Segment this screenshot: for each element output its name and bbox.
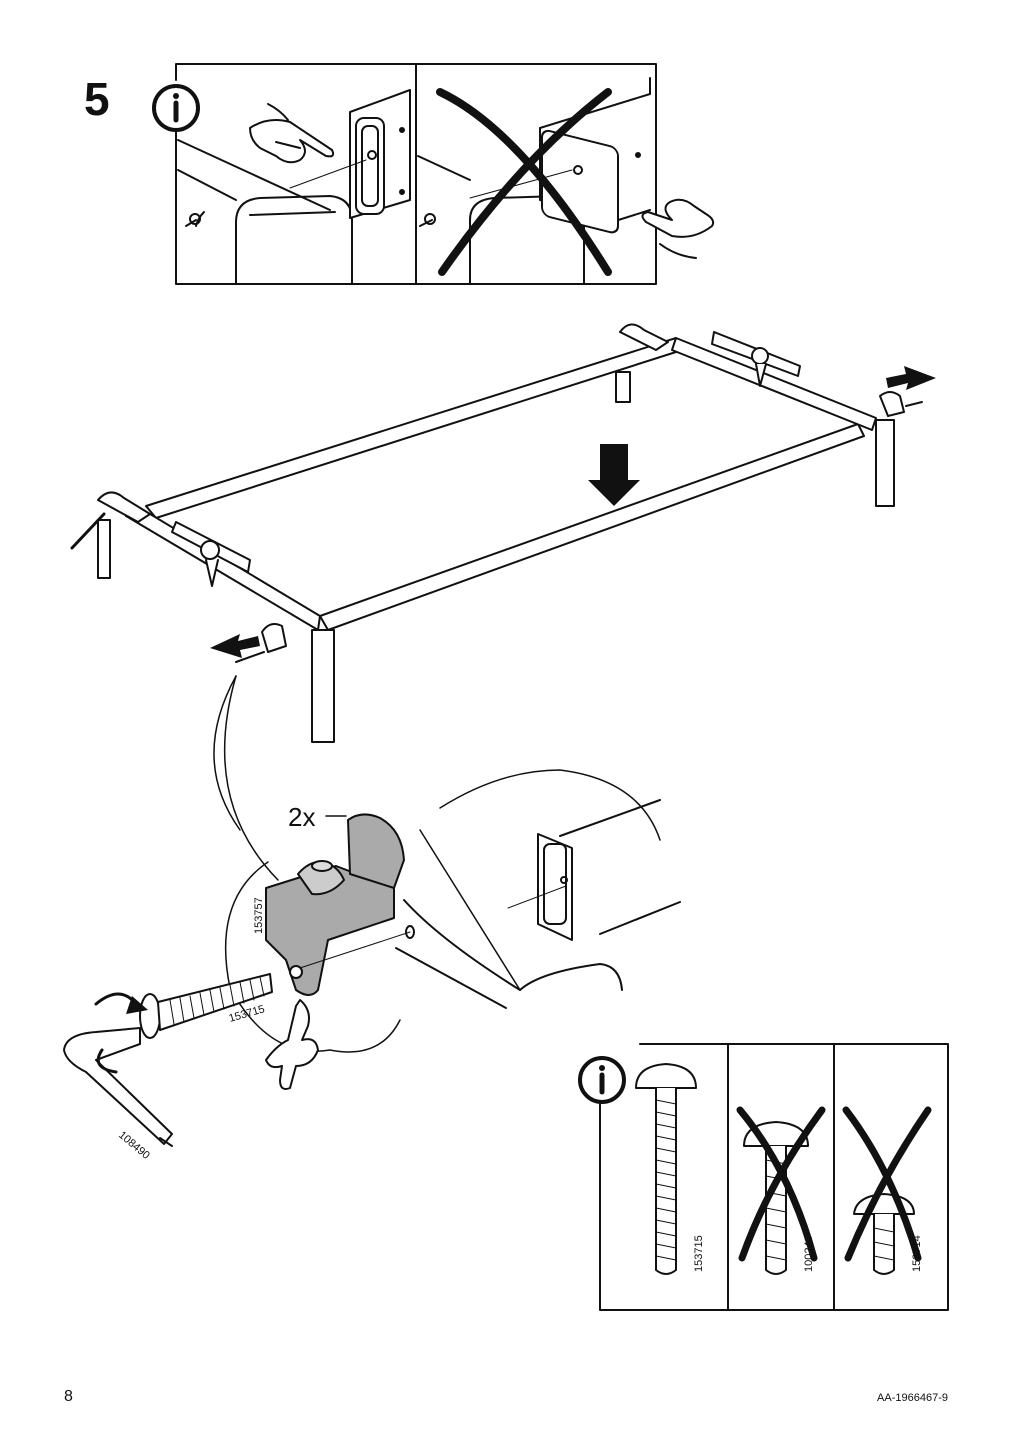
correct-screw bbox=[635, 1063, 697, 1275]
correct-orientation-cell bbox=[177, 89, 411, 285]
wrong-screw-2 bbox=[842, 1106, 932, 1275]
bracket-part-number: 153757 bbox=[253, 897, 265, 934]
page-number: 8 bbox=[64, 1388, 73, 1405]
info-panel-top bbox=[152, 63, 715, 285]
document-code: AA-1966467-9 bbox=[877, 1392, 948, 1404]
bolt-part-number: 153715 bbox=[228, 1003, 267, 1025]
screw-wrong-2-number: 153714 bbox=[911, 1235, 923, 1272]
quantity-label: 2x bbox=[288, 802, 315, 832]
info-icon bbox=[578, 1056, 626, 1104]
bolt-part bbox=[139, 973, 273, 1039]
push-arrow-icon bbox=[210, 634, 260, 658]
allen-key-part-number: 108490 bbox=[116, 1129, 152, 1162]
cross-mark-icon bbox=[436, 88, 612, 276]
detail-callout bbox=[213, 675, 681, 1053]
bracket-part bbox=[265, 813, 415, 996]
rotate-arrow-icon bbox=[94, 992, 148, 1074]
hand-pointing-icon bbox=[249, 103, 335, 164]
screw-wrong-1-number: 100240 bbox=[803, 1235, 815, 1272]
allen-key-part bbox=[63, 1027, 173, 1147]
wrong-screw-1 bbox=[736, 1106, 826, 1275]
hand-pointing-icon bbox=[265, 999, 319, 1090]
info-icon bbox=[152, 84, 200, 132]
bed-frame bbox=[70, 323, 923, 743]
step-number: 5 bbox=[84, 73, 110, 125]
cross-mark-icon bbox=[842, 1106, 932, 1262]
screw-correct-number: 153715 bbox=[693, 1235, 705, 1272]
push-arrow-icon bbox=[886, 366, 936, 390]
hand-pointing-icon bbox=[641, 198, 715, 259]
screw-info-panel bbox=[578, 1043, 949, 1311]
down-arrow-icon bbox=[588, 444, 640, 506]
cross-mark-icon bbox=[736, 1106, 826, 1262]
wrong-orientation-cell bbox=[417, 77, 715, 285]
